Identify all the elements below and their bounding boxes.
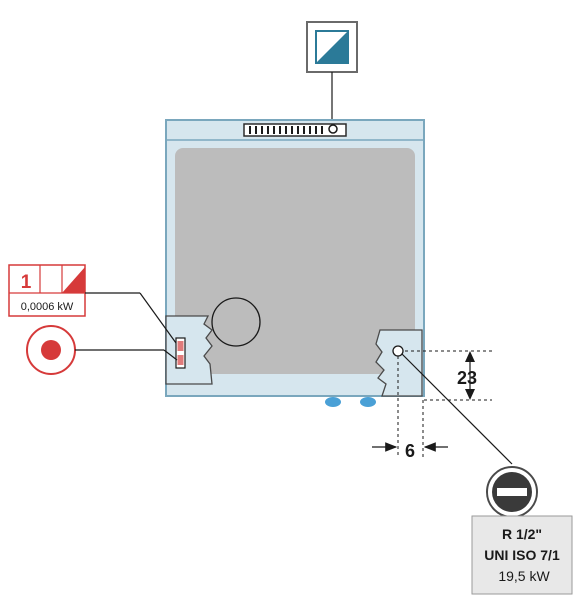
horizontal-dimension-label: 6 xyxy=(405,441,415,461)
gas-thread-label: R 1/2" xyxy=(502,526,542,542)
gas-spec-box xyxy=(471,515,573,595)
phase-count-label: 1 xyxy=(21,272,32,293)
panel-circle xyxy=(211,297,261,347)
electrical-leader-line-b xyxy=(139,292,177,344)
top-symbol-icon xyxy=(306,21,358,73)
appliance-feet xyxy=(325,397,376,407)
vertical-dimension-label: 23 xyxy=(457,368,477,388)
gas-leader-line xyxy=(401,353,513,465)
vertical-dimension xyxy=(405,350,492,401)
horizontal-dimension xyxy=(372,356,448,458)
inner-panel xyxy=(175,148,415,374)
no-entry-circle-icon xyxy=(486,466,538,518)
red-dot-circle-icon xyxy=(26,325,76,375)
electrical-label xyxy=(8,264,86,317)
power-leader-line-b xyxy=(163,349,178,361)
vent-grille xyxy=(243,123,347,137)
gas-standard-label: UNI ISO 7/1 xyxy=(484,547,560,563)
gas-power-label: 19,5 kW xyxy=(498,568,550,584)
electrical-connection-bracket xyxy=(165,315,213,385)
electrical-power-label: 0,0006 kW xyxy=(21,301,74,313)
